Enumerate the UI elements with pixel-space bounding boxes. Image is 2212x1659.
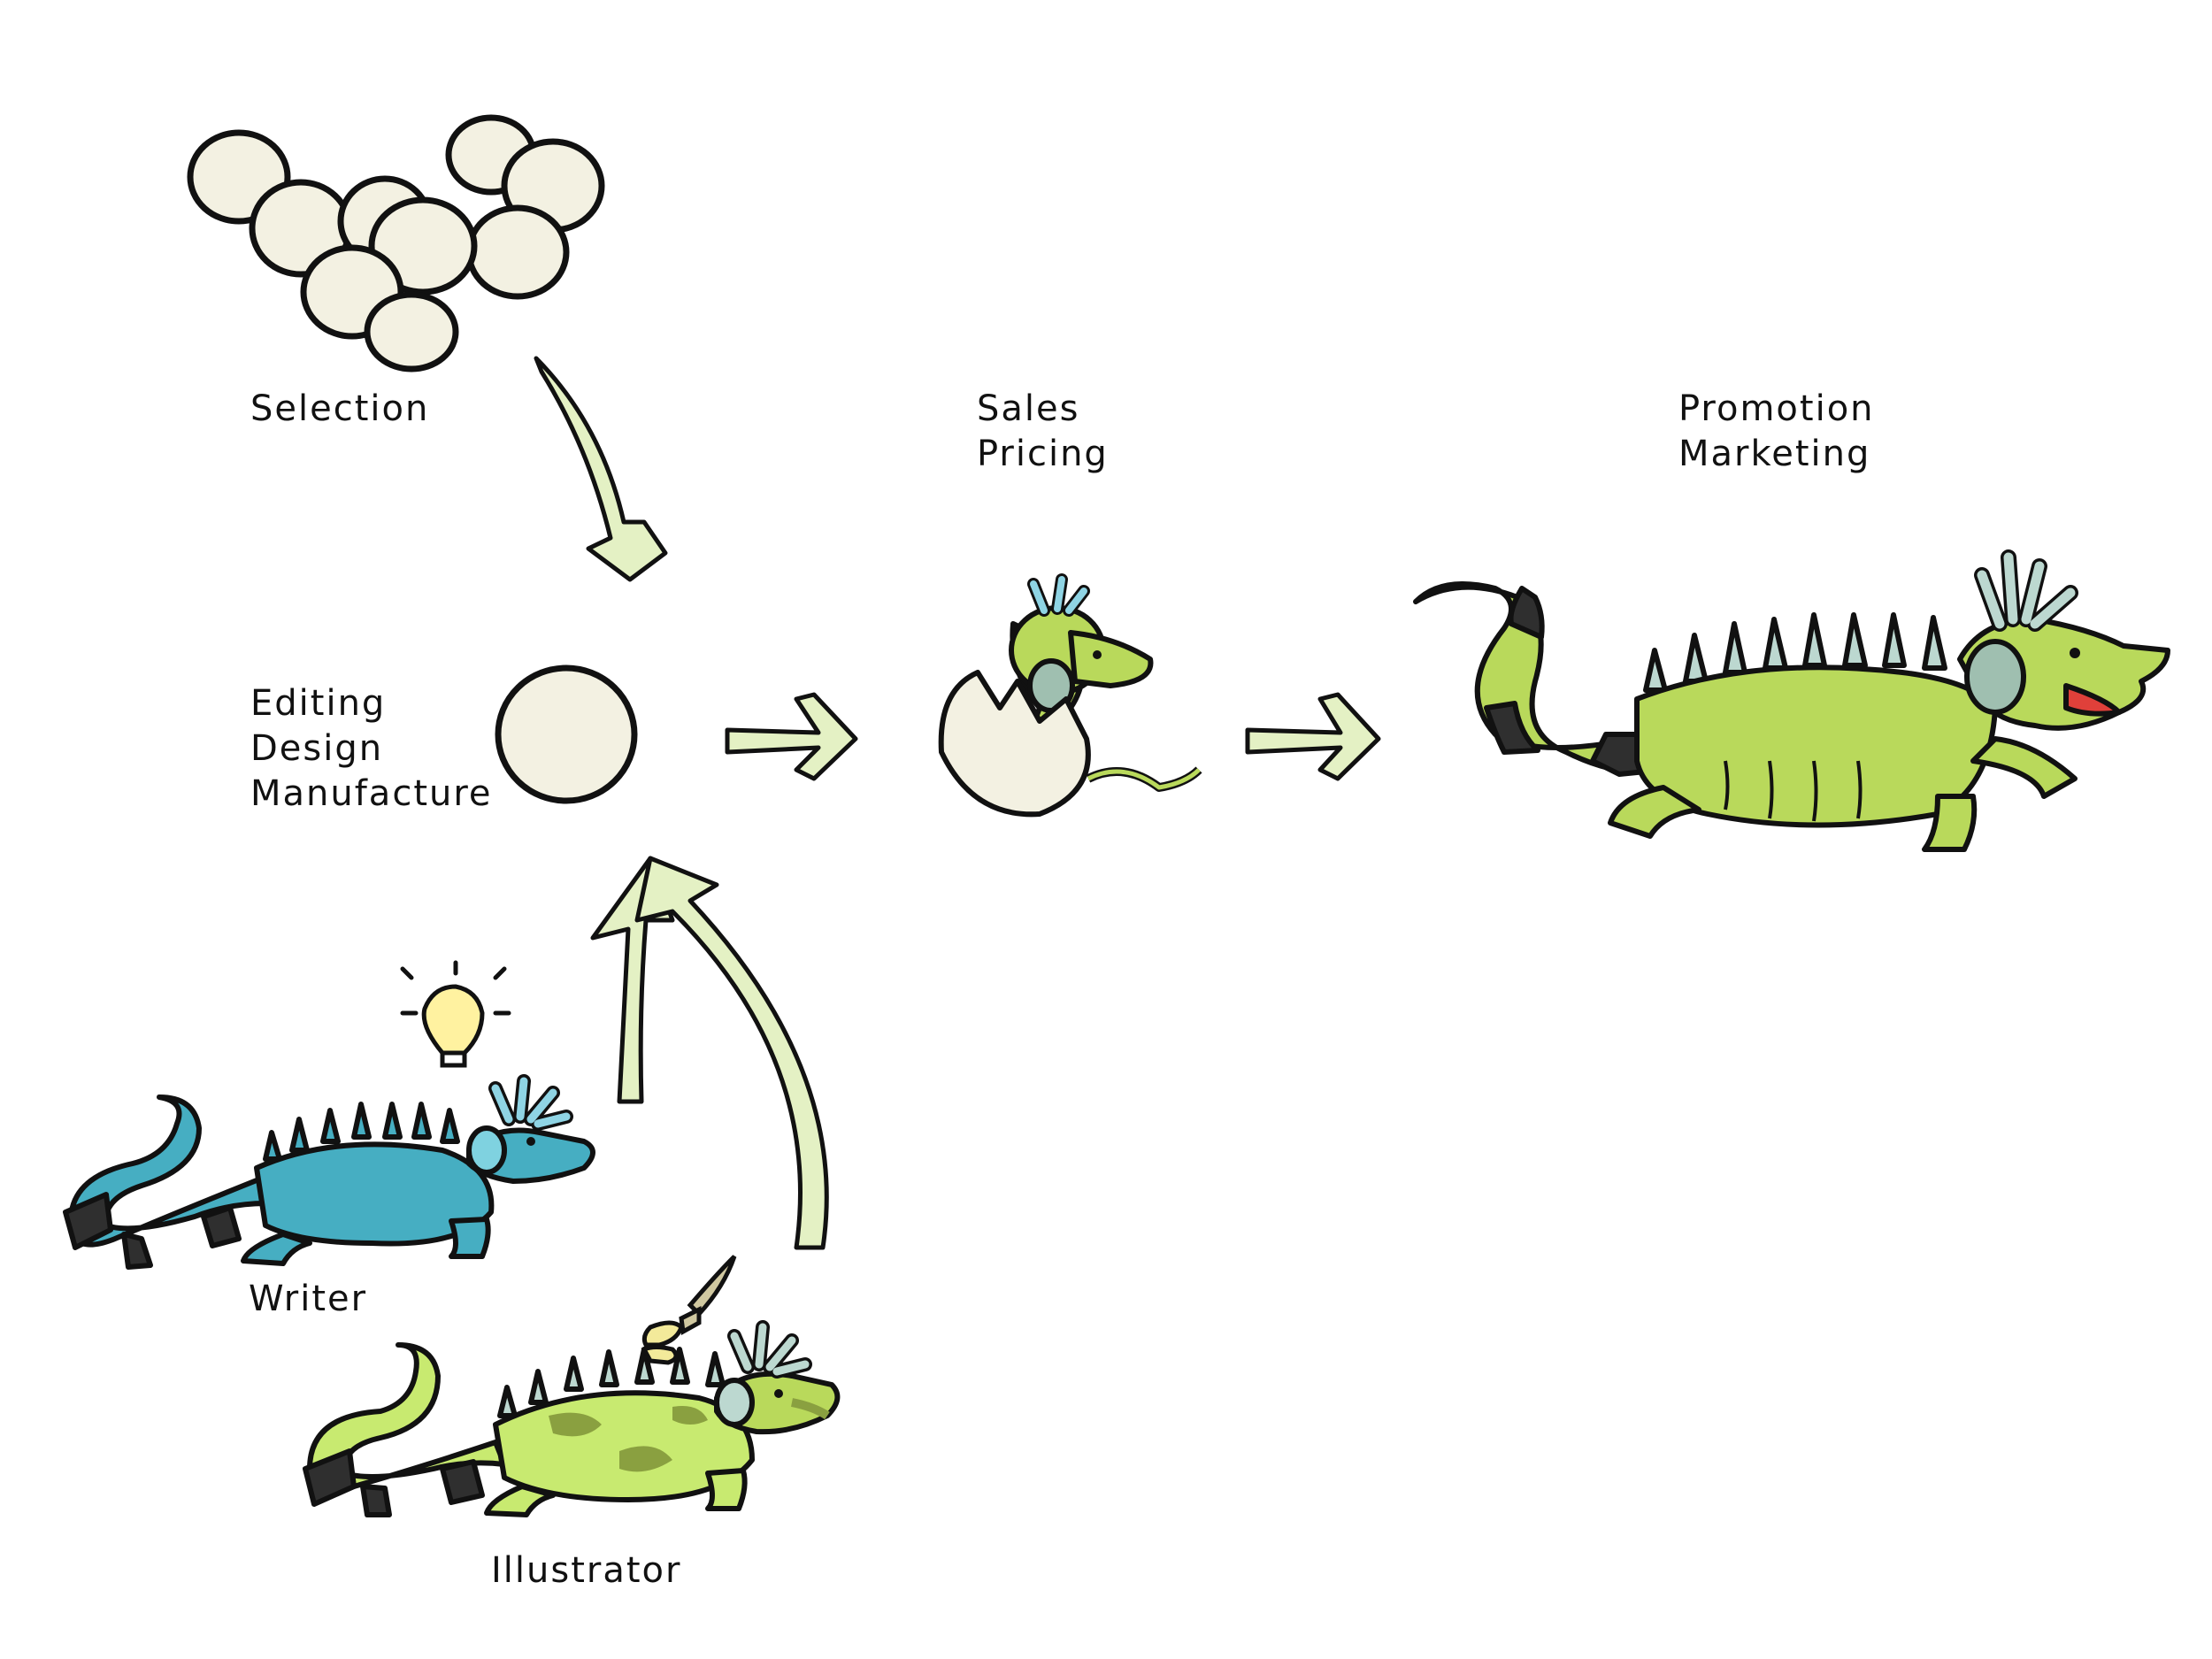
arrow-icon (534, 356, 1381, 1250)
contributor-label-illustrator: Illustrator (491, 1548, 681, 1594)
stage-label-promotion-line-2: Marketing (1678, 434, 1871, 474)
stage-label-selection: Selection (250, 387, 429, 432)
illustrator-label: Illustrator (491, 1550, 682, 1591)
paintbrush-icon (641, 1255, 737, 1365)
hatchling-icon (938, 573, 1202, 818)
egg-cluster-icon (187, 114, 605, 373)
egg-icon (495, 664, 638, 804)
stage-label-promotion: Promotion Marketing (1678, 387, 1875, 477)
writer-label: Writer (249, 1279, 368, 1319)
illustrator-iguana-icon (303, 1320, 841, 1517)
writer-iguana-icon (63, 1074, 595, 1270)
stage-label-editing-line-3: Manufacture (250, 773, 493, 814)
stage-label-editing: Editing Design Manufacture (250, 681, 493, 817)
stage-label-editing-line-2: Design (250, 728, 384, 769)
stage-label-sales-line-1: Sales (977, 388, 1080, 429)
stage-label-selection-line: Selection (250, 388, 430, 429)
stage-label-promotion-line-1: Promotion (1678, 388, 1875, 429)
adult-iguana-icon (1413, 549, 2170, 852)
stage-label-sales-line-2: Pricing (977, 434, 1109, 474)
lightbulb-icon (400, 960, 511, 1068)
stage-label-sales: Sales Pricing (977, 387, 1109, 477)
stage-label-editing-line-1: Editing (250, 683, 387, 724)
contributor-label-writer: Writer (249, 1277, 367, 1322)
